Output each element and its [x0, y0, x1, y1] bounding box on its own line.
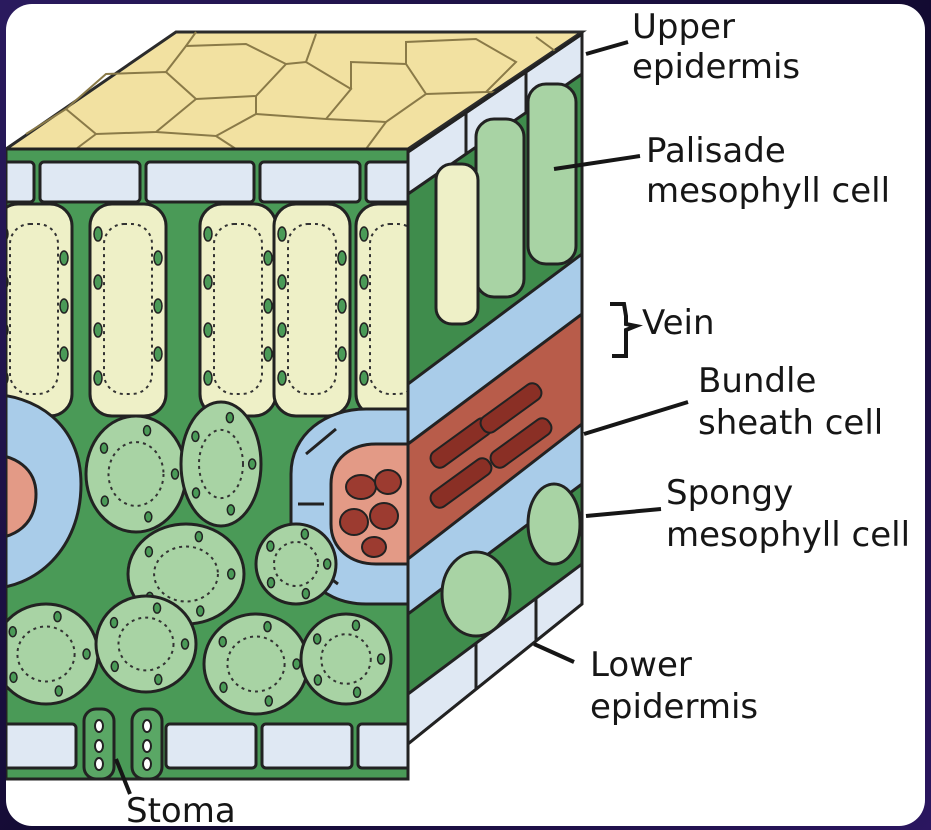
spongy-cell: [86, 416, 186, 532]
palisade-cell: [6, 204, 72, 416]
spongy-cell: [204, 614, 308, 714]
side-face: [408, 34, 582, 744]
label-upper-epidermis-line1: Upper: [632, 7, 735, 47]
palisade-cell: [274, 204, 350, 416]
label-bundle-sheath-line2: sheath cell: [698, 403, 883, 443]
upper-epidermis-cells: [6, 162, 414, 202]
leader-bundle-sheath: [584, 402, 688, 434]
label-upper-epidermis-line2: epidermis: [632, 47, 800, 87]
palisade-cell: [200, 204, 276, 416]
label-palisade-line1: Palisade: [646, 131, 786, 171]
diagram-frame: Upper epidermis Palisade mesophyll cell …: [6, 4, 925, 826]
label-upper-epidermis: Upper epidermis: [632, 7, 800, 87]
spongy-cell: [181, 402, 261, 526]
label-bundle-sheath: Bundle sheath cell: [698, 361, 883, 443]
lower-epidermis-cells: [6, 724, 414, 768]
label-palisade-line2: mesophyll cell: [646, 171, 890, 211]
spongy-cell: [256, 524, 336, 604]
label-lower-epidermis-line2: epidermis: [590, 687, 758, 727]
label-spongy-line1: Spongy: [666, 473, 793, 513]
spongy-cell: [96, 596, 196, 692]
label-spongy-line2: mesophyll cell: [666, 515, 910, 555]
spongy-cell: [6, 604, 98, 704]
vein-bracket: [610, 304, 636, 356]
palisade-cell: [90, 204, 166, 416]
palisade-cells: [6, 204, 432, 416]
label-lower-epidermis: Lower epidermis: [590, 645, 758, 727]
label-palisade-mesophyll: Palisade mesophyll cell: [646, 131, 890, 211]
spongy-cell: [301, 614, 391, 704]
label-spongy-mesophyll: Spongy mesophyll cell: [666, 473, 910, 555]
label-lower-epidermis-line1: Lower: [590, 645, 692, 685]
leader-upper-epidermis: [586, 42, 628, 54]
label-vein: Vein: [642, 303, 715, 343]
leader-spongy: [586, 509, 661, 516]
leader-lower-epidermis: [534, 644, 574, 662]
leaf-cross-section-diagram: Upper epidermis Palisade mesophyll cell …: [6, 4, 925, 826]
label-stoma: Stoma: [126, 791, 236, 826]
front-face: [6, 149, 432, 779]
label-bundle-sheath-line1: Bundle: [698, 361, 816, 401]
